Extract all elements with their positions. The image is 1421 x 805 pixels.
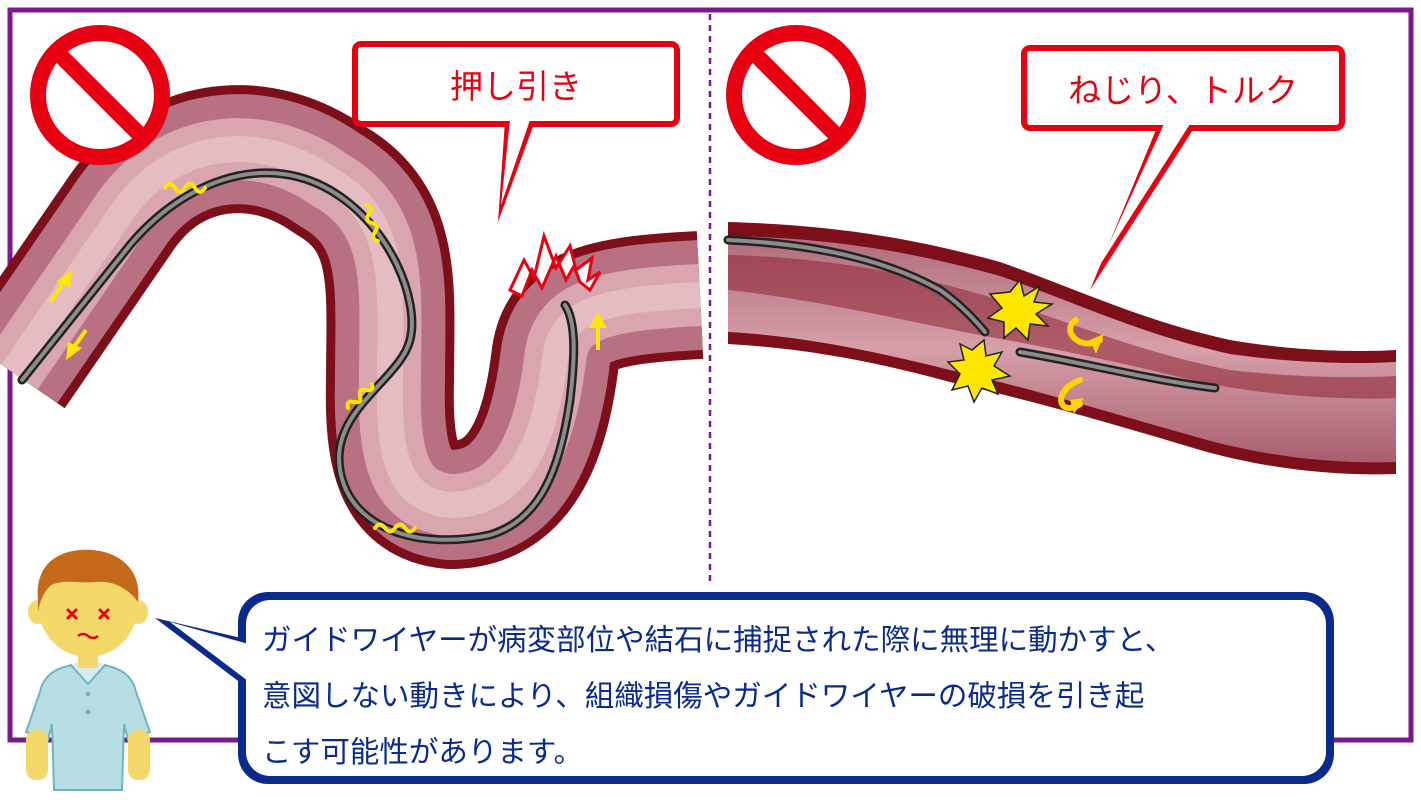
guidewire-right-b-shine (1018, 350, 1217, 390)
caption-bubble (155, 592, 1334, 784)
burst-icon (508, 230, 602, 299)
caption-text: ガイドワイヤーが病変部位や結石に捕捉された際に無理に動かすと、 意図しない動きに… (262, 612, 1312, 780)
caption-line-1: ガイドワイヤーが病変部位や結石に捕捉された際に無理に動かすと、 (262, 623, 1175, 657)
label-callout (352, 41, 680, 222)
caption-line-2: 意図しない動きにより、組織損傷やガイドワイヤーの破損を引き起 (262, 679, 1145, 713)
rotation-arrow-head-1 (1090, 334, 1104, 354)
guidewire-right-a-shine (726, 238, 987, 334)
caption-line-3: こす可能性があります。 (262, 735, 583, 769)
friction-marks (163, 182, 417, 534)
label-callout (1021, 45, 1345, 290)
left-panel (0, 25, 704, 569)
vessel-right-inner (728, 255, 1396, 399)
vessel-left-lumen-core (1, 136, 701, 518)
no-entry-icon (726, 25, 866, 165)
guidewire-left-shine (20, 170, 576, 542)
torque-label: ねじり、トルク (1068, 71, 1298, 110)
push-pull-label: 押し引き (450, 67, 582, 106)
no-entry-icon (30, 25, 170, 165)
spark-icons (946, 278, 1055, 404)
right-panel (723, 25, 1396, 475)
push-pull-arrows (48, 270, 607, 360)
person-distressed-icon (24, 549, 152, 791)
rotation-arrow-head-2 (1070, 398, 1084, 414)
